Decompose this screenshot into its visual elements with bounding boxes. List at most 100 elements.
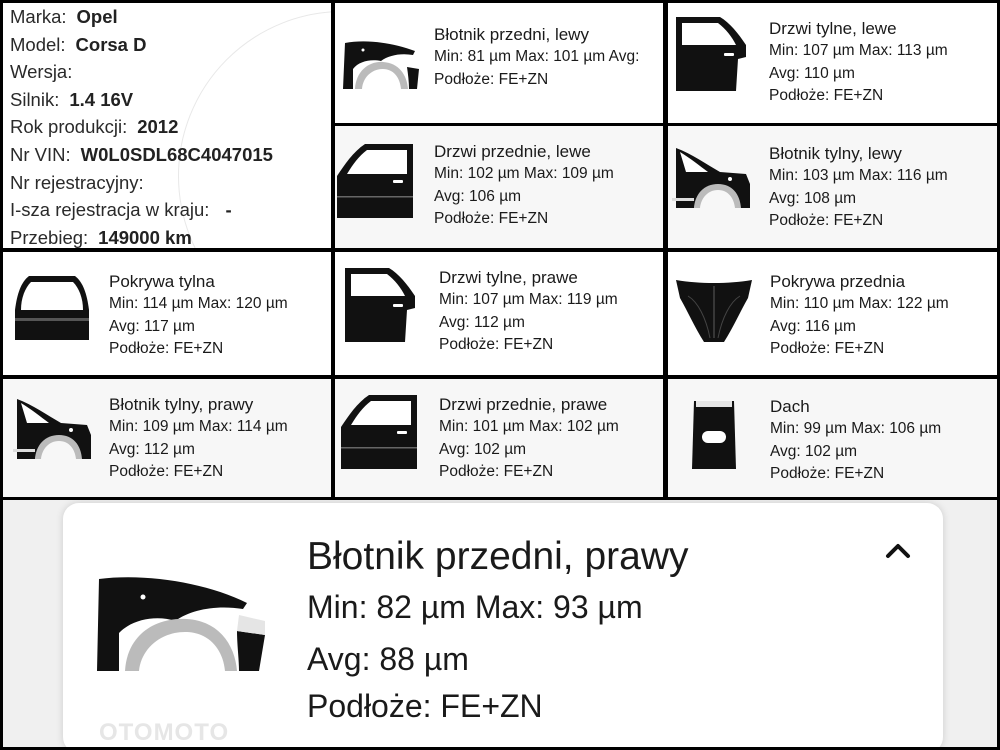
part-avg: Avg: 108 µm: [769, 189, 857, 207]
part-title: Pokrywa przednia: [770, 272, 906, 291]
info-row: Model: Corsa D: [10, 31, 331, 59]
info-row: Rok produkcji: 2012: [10, 113, 331, 141]
part-substrate: Podłoże: FE+ZN: [770, 465, 885, 482]
part-min-max: Min: 114 µm Max: 120 µm: [109, 293, 288, 316]
info-label: Model:: [10, 33, 66, 55]
part-min: Min: 81 µm: [434, 48, 511, 65]
part-min-max: Min: 101 µm Max: 102 µm: [439, 416, 619, 439]
part-substrate: Podłoże: FE+ZN: [109, 340, 224, 357]
info-value: W0L0SDL68C4047015: [80, 143, 273, 165]
detail-min: Min: 82 µm: [307, 589, 466, 625]
info-value: Opel: [76, 6, 118, 27]
part-min: Min: 110 µm: [770, 295, 855, 312]
rear-fender-icon: [13, 397, 93, 468]
detail-title: Błotnik przedni, prawy: [307, 535, 689, 578]
detail-substrate: Podłoże: FE+ZN: [307, 688, 543, 724]
info-value: 2012: [137, 116, 179, 138]
part-max: Max: 106 µm: [851, 420, 942, 437]
info-label: I-sza rejestracja w kraju:: [10, 199, 210, 221]
info-label: Nr rejestracyjny:: [10, 171, 144, 193]
detail-max: Max: 93 µm: [474, 589, 643, 625]
part-min: Min: 103 µm: [769, 167, 855, 184]
part-max: Max: 122 µm: [858, 295, 949, 312]
part-substrate: Podłoże: FE+ZN: [439, 336, 554, 353]
part-title: Drzwi tylne, prawe: [439, 268, 578, 287]
info-row: Wersja:: [10, 58, 331, 86]
part-title: Pokrywa tylna: [109, 272, 215, 291]
tailgate-icon: [13, 274, 91, 351]
part-max: Max: 113 µm: [858, 42, 948, 59]
part-avg: Avg: 102 µm: [439, 440, 527, 458]
hood-icon: [674, 278, 754, 349]
part-max: Max: 101 µm: [515, 48, 606, 65]
part-max: Max: 120 µm: [197, 295, 288, 312]
part-max: Max: 116 µm: [858, 167, 948, 184]
part-max: Max: 102 µm: [528, 418, 619, 435]
part-substrate: Podłoże: FE+ZN: [769, 212, 884, 229]
info-row: Silnik:1.4 16V: [10, 86, 331, 114]
front-fender-icon: [343, 39, 419, 96]
info-value: 1.4 16V: [69, 88, 134, 110]
info-label: Rok produkcji:: [10, 116, 128, 138]
part-title: Błotnik tylny, lewy: [769, 144, 902, 163]
part-min-max: Min: 81 µm Max: 101 µm Avg:: [434, 46, 639, 69]
part-title: Błotnik przedni, lewy: [434, 25, 589, 44]
info-label: Marka:: [10, 6, 67, 27]
info-value: Corsa D: [75, 33, 147, 55]
part-substrate: Podłoże: FE+ZN: [109, 463, 224, 480]
part-min-max: Min: 107 µm Max: 119 µm: [439, 289, 618, 312]
part-max: Max: 119 µm: [528, 291, 618, 308]
info-value: -: [225, 199, 232, 221]
part-substrate: Podłoże: FE+ZN: [434, 70, 549, 88]
rear-fender-icon: [672, 146, 752, 217]
detail-min-max: Min: 82 µm Max: 93 µm: [307, 589, 643, 626]
part-substrate: Podłoże: FE+ZN: [434, 210, 549, 227]
front-door-icon: [339, 393, 419, 478]
front-door-icon: [335, 142, 415, 227]
part-min-max: Min: 99 µm Max: 106 µm: [770, 418, 941, 441]
info-row: I-sza rejestracja w kraju:-: [10, 196, 331, 224]
part-title: Błotnik tylny, prawy: [109, 395, 254, 414]
part-title: Dach: [770, 397, 810, 416]
part-substrate: Podłoże: FE+ZN: [770, 340, 885, 357]
part-avg: Avg:: [608, 48, 640, 65]
part-avg: Avg: 112 µm: [439, 313, 525, 331]
part-avg: Avg: 112 µm: [109, 440, 195, 458]
part-min-max: Min: 109 µm Max: 114 µm: [109, 416, 288, 439]
info-label: Wersja:: [10, 61, 73, 83]
part-min: Min: 114 µm: [109, 295, 194, 312]
part-title: Drzwi tylne, lewe: [769, 19, 897, 38]
watermark-logo: OTOMOTO: [99, 719, 230, 746]
roof-icon: [690, 397, 738, 478]
part-avg: Avg: 102 µm: [770, 442, 858, 460]
part-max: Max: 109 µm: [523, 165, 614, 182]
part-min-max: Min: 110 µm Max: 122 µm: [770, 293, 949, 316]
part-title: Drzwi przednie, lewe: [434, 142, 591, 161]
detail-section: Błotnik przedni, prawy Min: 82 µm Max: 9…: [3, 500, 997, 747]
chevron-up-icon[interactable]: [885, 541, 911, 564]
info-row: Przebieg:149000 km: [10, 224, 331, 248]
part-min: Min: 107 µm: [439, 291, 525, 308]
detail-avg: Avg: 88 µm: [307, 641, 469, 677]
part-avg: Avg: 106 µm: [434, 187, 522, 205]
part-min-max: Min: 102 µm Max: 109 µm: [434, 163, 614, 186]
part-substrate: Podłoże: FE+ZN: [769, 87, 884, 104]
part-min: Min: 107 µm: [769, 42, 855, 59]
detail-card[interactable]: Błotnik przedni, prawy Min: 82 µm Max: 9…: [63, 503, 943, 747]
part-min: Min: 101 µm: [439, 418, 525, 435]
part-max: Max: 114 µm: [198, 418, 288, 435]
part-avg: Avg: 117 µm: [109, 317, 195, 335]
info-row: Marka: Opel: [10, 3, 331, 31]
info-label: Przebieg:: [10, 226, 89, 248]
